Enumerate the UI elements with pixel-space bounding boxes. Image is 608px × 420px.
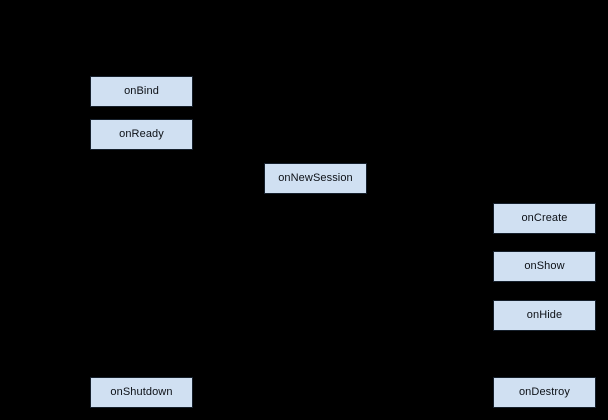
node-on-destroy[interactable]: onDestroy [493,377,596,408]
node-label-on-new-session: onNewSession [278,172,353,184]
node-label-on-ready: onReady [119,128,164,140]
node-label-on-shutdown: onShutdown [110,386,173,398]
node-on-show[interactable]: onShow [493,251,596,282]
node-label-on-show: onShow [524,260,565,272]
node-label-on-bind: onBind [124,85,159,97]
node-on-create[interactable]: onCreate [493,203,596,234]
node-label-on-hide: onHide [526,309,563,321]
node-on-shutdown[interactable]: onShutdown [90,377,193,408]
node-label-on-destroy: onDestroy [518,386,571,398]
node-on-new-session[interactable]: onNewSession [264,163,367,194]
node-on-ready[interactable]: onReady [90,119,193,150]
node-on-hide[interactable]: onHide [493,300,596,331]
node-on-bind[interactable]: onBind [90,76,193,107]
node-label-on-create: onCreate [521,212,568,224]
